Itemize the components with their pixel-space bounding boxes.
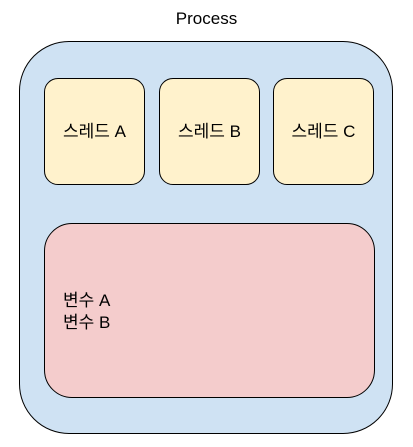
thread-a-box: 스레드 A — [44, 78, 145, 185]
process-title: Process — [175, 9, 238, 28]
thread-a-label: 스레드 A — [63, 121, 126, 141]
thread-b-label: 스레드 B — [178, 121, 241, 141]
shared-memory-box: 변수 A 변수 B — [44, 223, 375, 398]
variable-a-label: 변수 A — [63, 291, 111, 310]
thread-b-box: 스레드 B — [159, 78, 260, 185]
thread-c-box: 스레드 C — [273, 78, 374, 185]
variable-list: 변수 A 변수 B — [63, 290, 110, 334]
thread-c-label: 스레드 C — [291, 121, 356, 141]
variable-b-label: 변수 B — [63, 313, 111, 332]
